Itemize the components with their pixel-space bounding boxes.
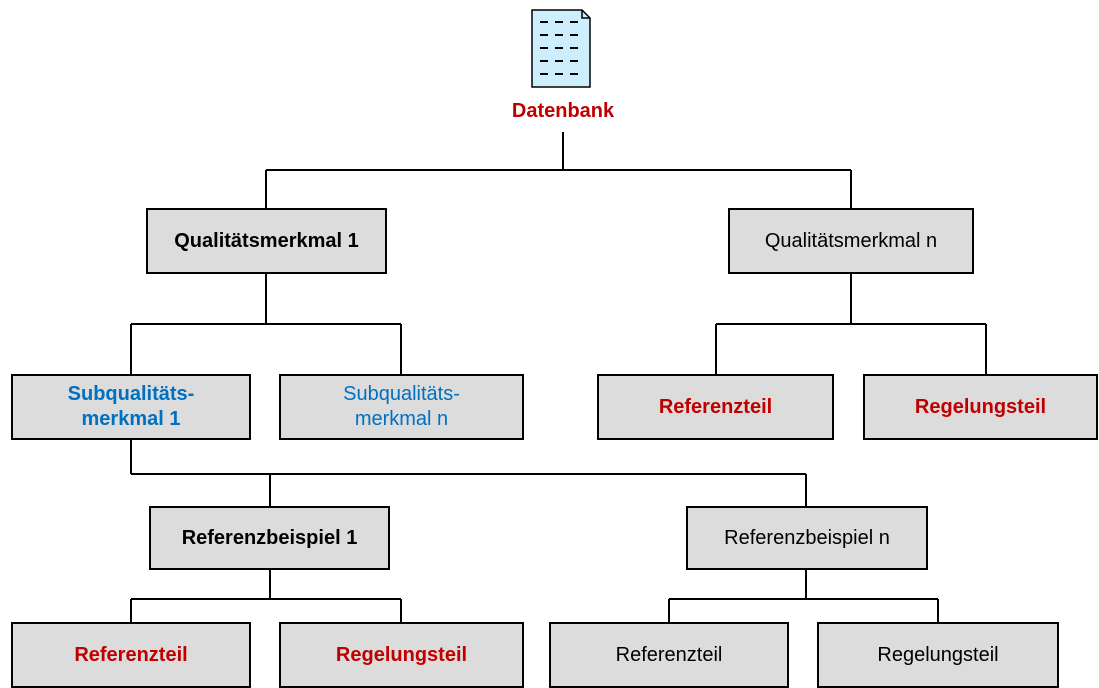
node-qmn-referenzteil: Referenzteil: [597, 374, 834, 440]
node-label: Referenzbeispiel n: [724, 526, 890, 549]
node-label: Referenzbeispiel 1: [181, 526, 358, 549]
node-label: Regelungsteil: [914, 395, 1047, 418]
node-label: Regelungsteil: [335, 643, 468, 666]
node-label: Subqualitäts- merkmal n: [343, 383, 460, 430]
node-label: Qualitätsmerkmal n: [764, 229, 938, 252]
node-label: Subqualitäts- merkmal 1: [67, 383, 195, 430]
node-qualitaetsmerkmal-n: Qualitätsmerkmal n: [728, 208, 974, 274]
node-label: Referenzteil: [658, 395, 773, 418]
node-rb1-regelungsteil: Regelungsteil: [279, 622, 524, 688]
node-rb1-referenzteil: Referenzteil: [11, 622, 251, 688]
node-label: Referenzteil: [74, 643, 188, 666]
document-icon: [531, 9, 591, 88]
node-subqualitaet-n: Subqualitäts- merkmal n: [279, 374, 524, 440]
node-referenzbeispiel-n: Referenzbeispiel n: [686, 506, 928, 570]
node-qmn-regelungsteil: Regelungsteil: [863, 374, 1098, 440]
node-label: Regelungsteil: [877, 643, 999, 666]
node-subqualitaet-1: Subqualitäts- merkmal 1: [11, 374, 251, 440]
node-rbn-referenzteil: Referenzteil: [549, 622, 789, 688]
root-title: Datenbank: [511, 100, 615, 122]
node-label: Referenzteil: [615, 643, 723, 666]
node-referenzbeispiel-1: Referenzbeispiel 1: [149, 506, 390, 570]
node-qualitaetsmerkmal-1: Qualitätsmerkmal 1: [146, 208, 387, 274]
node-label: Qualitätsmerkmal 1: [174, 229, 359, 252]
node-rbn-regelungsteil: Regelungsteil: [817, 622, 1059, 688]
